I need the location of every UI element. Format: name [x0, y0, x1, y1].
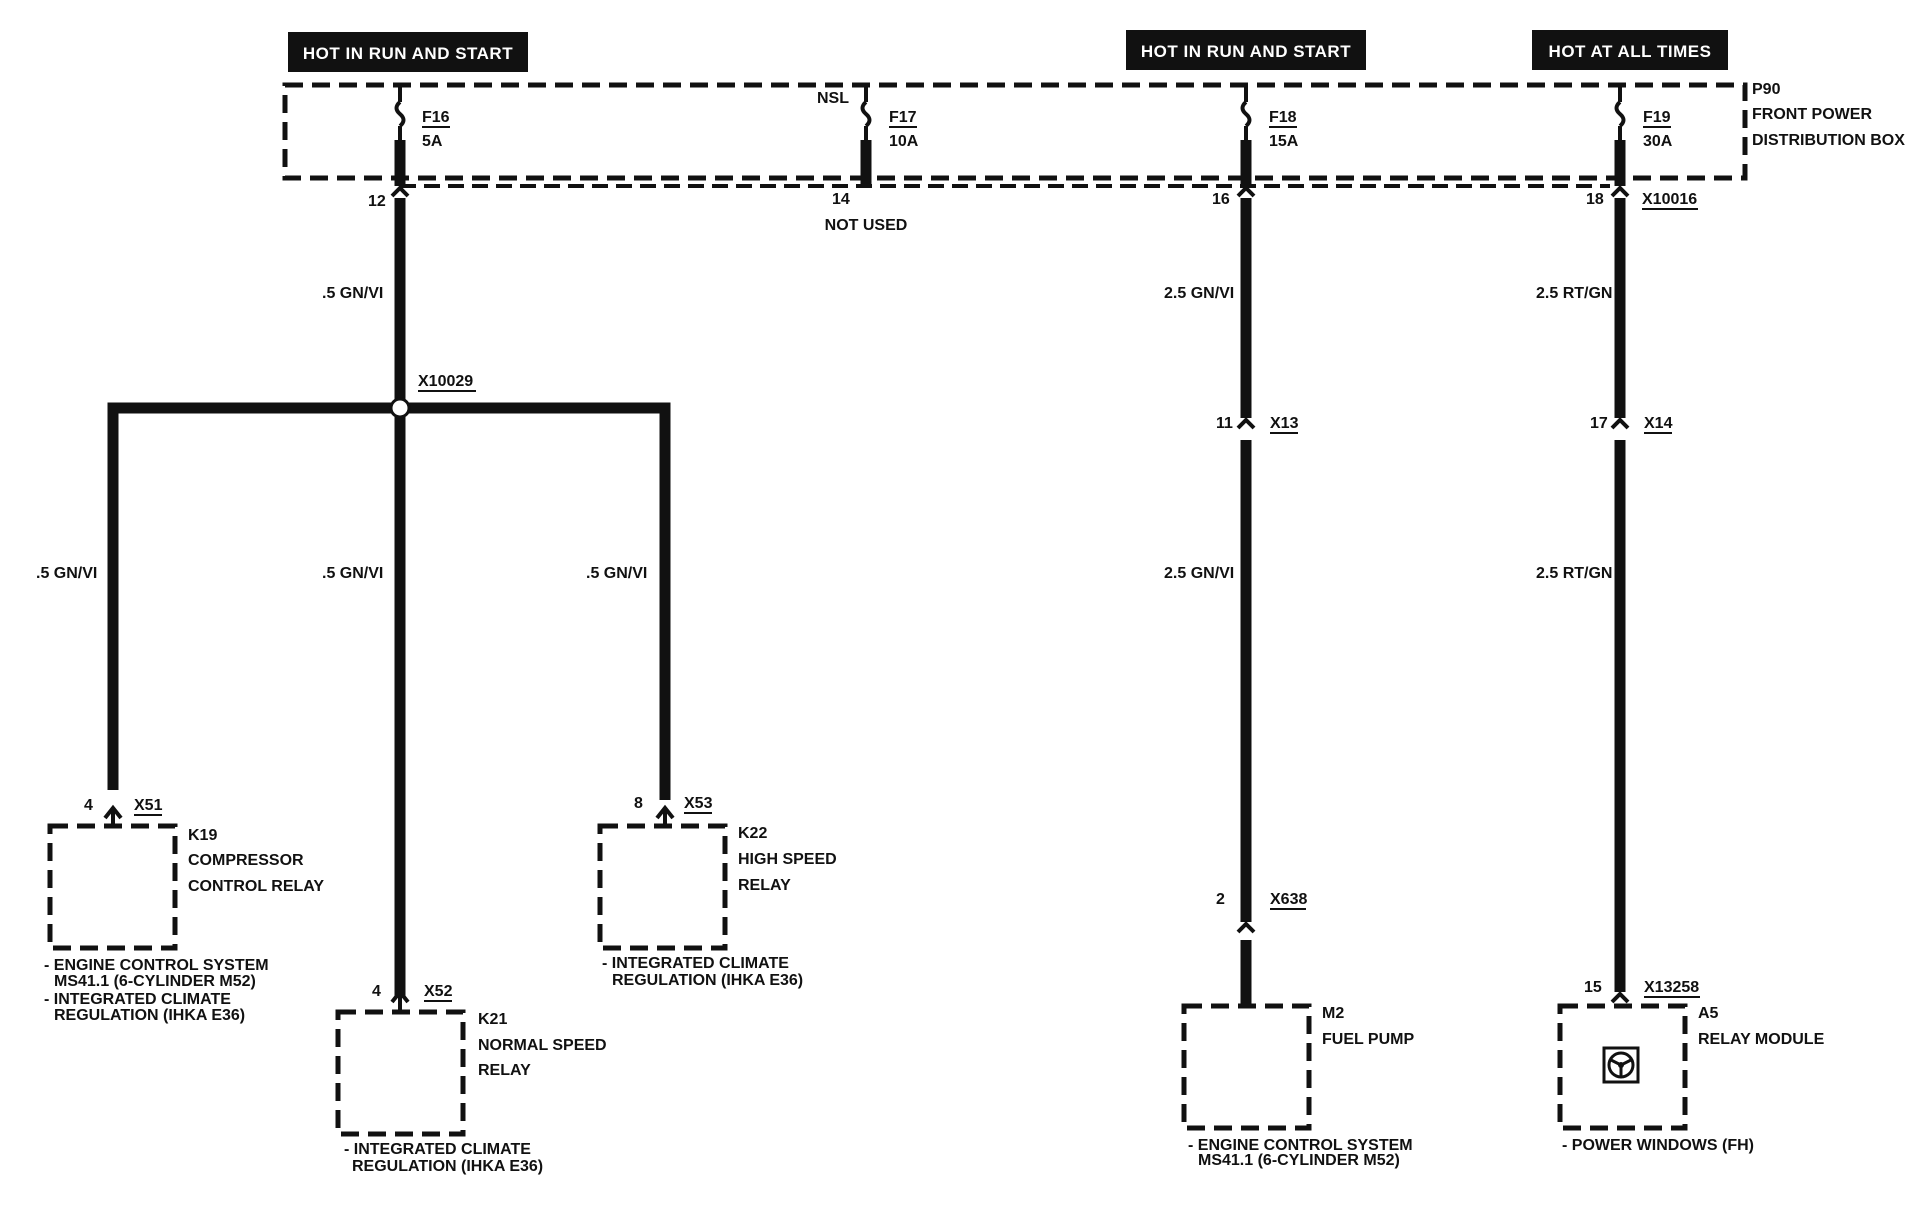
power-box-id: P90 [1752, 81, 1781, 98]
connector-label: X638 [1270, 891, 1307, 908]
fuse-f16: F16 5A [394, 84, 450, 150]
pin-16: 16 [1212, 191, 1230, 208]
component-id: A5 [1698, 1005, 1719, 1022]
component-name-2: RELAY [478, 1062, 531, 1079]
component-name-1: COMPRESSOR [188, 852, 304, 869]
fuse-f18: F18 15A [1240, 84, 1299, 150]
component-id: K22 [738, 825, 767, 842]
wire-label: 2.5 RT/GN [1536, 285, 1612, 302]
component-id: K21 [478, 1011, 507, 1028]
fuse-f17: F17 10A [860, 84, 919, 150]
component-name-2: RELAY [738, 877, 791, 894]
steering-wheel-icon [1602, 1046, 1640, 1084]
fuse-rating: 15A [1269, 133, 1299, 150]
pin-number: 2 [1216, 891, 1225, 908]
connector-label: X13258 [1644, 979, 1699, 996]
component-name-1: HIGH SPEED [738, 851, 837, 868]
circuit-f16: .5 GN/VI X10029 .5 GN/VI .5 GN/VI .5 GN/… [36, 198, 671, 998]
connector-x13: X13 [1270, 415, 1299, 432]
wire-label: .5 GN/VI [322, 285, 383, 302]
note-line: - ENGINE CONTROL SYSTEM [1188, 1137, 1413, 1154]
fuse-name: F16 [422, 109, 450, 126]
component-id: M2 [1322, 1005, 1344, 1022]
pin-18: 18 [1586, 191, 1604, 208]
power-box-name-2: DISTRIBUTION BOX [1752, 132, 1905, 149]
nsl-label: NSL [817, 90, 849, 107]
connector-label: X52 [424, 983, 453, 1000]
header-text: HOT AT ALL TIMES [1549, 42, 1712, 61]
header-hot-in-run-and-start-1: HOT IN RUN AND START [288, 32, 528, 72]
circuit-f19: 2.5 RT/GN 17 X14 2.5 RT/GN [1536, 198, 1673, 1004]
connector-label: X53 [684, 795, 713, 812]
component-id: K19 [188, 827, 217, 844]
note-line: REGULATION (IHKA E36) [352, 1158, 543, 1175]
component-k22-high-speed-relay: 8 X53 K22 HIGH SPEED RELAY - INTEGRATED … [597, 795, 837, 989]
pin-12: 12 [368, 193, 386, 210]
wire-label: .5 GN/VI [36, 565, 97, 582]
pin-number: 4 [84, 797, 93, 814]
component-name-1: FUEL PUMP [1322, 1031, 1414, 1048]
fuse-rating: 5A [422, 133, 443, 150]
component-name-1: NORMAL SPEED [478, 1037, 607, 1054]
pin-number: 15 [1584, 979, 1602, 996]
connector-label: X51 [134, 797, 163, 814]
component-name-1: RELAY MODULE [1698, 1031, 1825, 1048]
note-line: REGULATION (IHKA E36) [612, 972, 803, 989]
power-distribution-box: P90 FRONT POWER DISTRIBUTION BOX NSL [282, 81, 1905, 188]
note-line: - INTEGRATED CLIMATE [602, 955, 789, 972]
splice-x10029: X10029 [418, 373, 473, 390]
header-text: HOT IN RUN AND START [1141, 42, 1351, 61]
component-name-2: CONTROL RELAY [188, 878, 324, 895]
wire-label: 2.5 RT/GN [1536, 565, 1612, 582]
fuse-name: F17 [889, 109, 917, 126]
component-k21-normal-speed-relay: 4 X52 K21 NORMAL SPEED RELAY - INTEGRATE… [335, 983, 607, 1175]
connector-x14: X14 [1644, 415, 1673, 432]
fuse-rating: 10A [889, 133, 919, 150]
pin-number: 8 [634, 795, 643, 812]
wire-label: .5 GN/VI [586, 565, 647, 582]
note-line: - INTEGRATED CLIMATE [44, 991, 231, 1008]
fuse-name: F18 [1269, 109, 1297, 126]
header-hot-at-all-times: HOT AT ALL TIMES [1532, 30, 1728, 70]
note-line: - POWER WINDOWS (FH) [1562, 1137, 1754, 1154]
fuse-rating: 30A [1643, 133, 1673, 150]
splice-dot [389, 397, 411, 419]
wire-label: 2.5 GN/VI [1164, 285, 1234, 302]
pin-number: 4 [372, 983, 381, 1000]
note-line: REGULATION (IHKA E36) [54, 1007, 245, 1024]
note-line: - INTEGRATED CLIMATE [344, 1141, 531, 1158]
circuit-f18: 2.5 GN/VI 11 X13 2.5 GN/VI [1164, 198, 1299, 1006]
connector-x10016: X10016 [1642, 191, 1697, 208]
wire-label: 2.5 GN/VI [1164, 565, 1234, 582]
header-text: HOT IN RUN AND START [303, 44, 513, 63]
component-k19-compressor-control-relay: 4 X51 K19 COMPRESSOR CONTROL RELAY - ENG… [44, 797, 324, 1024]
wire-label: .5 GN/VI [322, 565, 383, 582]
power-box-name-1: FRONT POWER [1752, 106, 1872, 123]
component-m2-fuel-pump: 2 X638 M2 FUEL PUMP - ENGINE CONTROL SYS… [1181, 891, 1414, 1169]
note-line: MS41.1 (6-CYLINDER M52) [1198, 1152, 1400, 1169]
fuse-name: F19 [1643, 109, 1671, 126]
pin-14: 14 [832, 191, 850, 208]
header-hot-in-run-and-start-2: HOT IN RUN AND START [1126, 30, 1366, 70]
fuse-f19: F19 30A [1614, 84, 1673, 150]
not-used-label: NOT USED [825, 217, 908, 234]
pin-number: 11 [1216, 415, 1233, 432]
note-line: MS41.1 (6-CYLINDER M52) [54, 973, 256, 990]
pin-number: 17 [1590, 415, 1608, 432]
component-a5-relay-module: 15 X13258 A5 RELAY MODULE - POWER WINDOW… [1557, 979, 1825, 1154]
note-line: - ENGINE CONTROL SYSTEM [44, 957, 269, 974]
